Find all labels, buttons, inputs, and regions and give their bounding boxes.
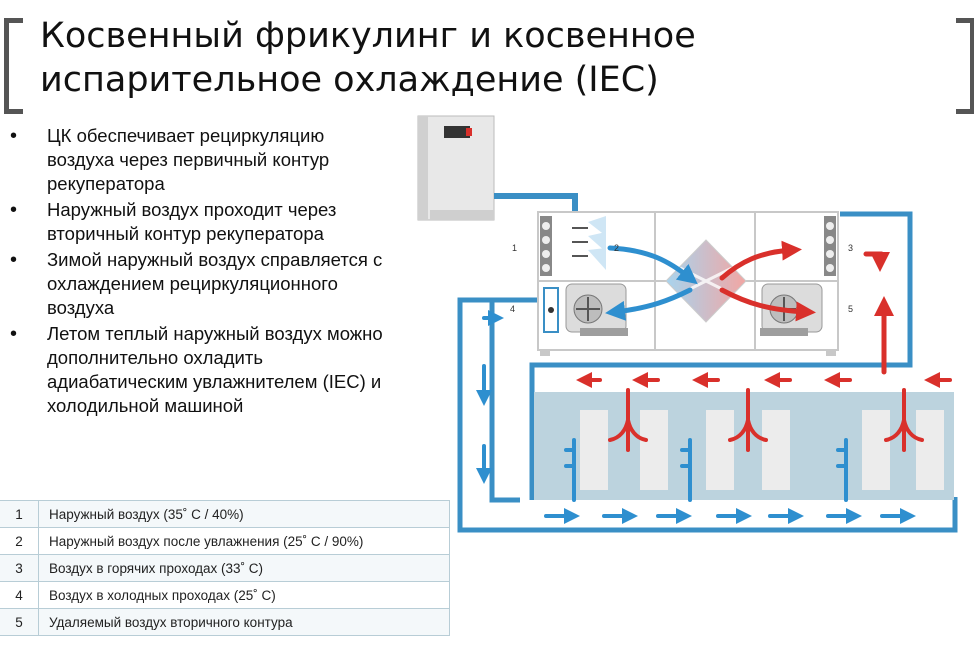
label-5: 5 <box>848 304 853 314</box>
airflow-arrows <box>605 240 816 322</box>
data-hall <box>534 392 954 500</box>
cold-aisle-arrows <box>476 310 916 524</box>
legend-table: 1 Наружный воздух (35˚ C / 40%) 2 Наружн… <box>0 500 450 636</box>
server-rack-icon <box>580 410 608 490</box>
label-1: 1 <box>512 243 517 253</box>
title-bracket-left <box>4 18 23 114</box>
legend-num: 3 <box>0 554 39 582</box>
legend-num: 2 <box>0 527 39 555</box>
bullet-item: Зимой наружный воздух справляется с охла… <box>10 248 395 320</box>
legend-num: 5 <box>0 608 39 636</box>
label-3: 3 <box>848 243 853 253</box>
bullet-item: Наружный воздух проходит через вторичный… <box>10 198 395 246</box>
legend-text: Удаляемый воздух вторичного контура <box>38 608 450 636</box>
bullet-list: ЦК обеспечивает рециркуляцию воздуха чер… <box>10 124 395 420</box>
legend-text: Воздух в горячих проходах (33˚ C) <box>38 554 450 582</box>
hot-aisle-arrows <box>576 372 952 452</box>
label-4: 4 <box>510 304 515 314</box>
legend-text: Воздух в холодных проходах (25˚ C) <box>38 581 450 609</box>
humidifier-nozzles <box>572 216 606 270</box>
server-rack-icon <box>862 410 890 490</box>
legend-text: Наружный воздух (35˚ C / 40%) <box>38 500 450 528</box>
title-bracket-right <box>956 18 974 114</box>
filter-icon <box>540 216 836 333</box>
server-rack-icon <box>916 410 944 490</box>
hot-air-path <box>863 251 894 375</box>
page-title: Косвенный фрикулинг и косвенное испарите… <box>40 16 696 100</box>
table-row: 3 Воздух в горячих проходах (33˚ C) <box>0 554 450 582</box>
bullet-item: Летом теплый наружный воздух можно допол… <box>10 322 395 418</box>
controller-cabinet-icon <box>417 115 495 221</box>
legend-num: 1 <box>0 500 39 528</box>
return-duct <box>457 211 958 533</box>
legend-num: 4 <box>0 581 39 609</box>
label-2: 2 <box>614 243 619 253</box>
table-row: 1 Наружный воздух (35˚ C / 40%) <box>0 500 450 528</box>
server-rack-icon <box>640 410 668 490</box>
server-rack-icon <box>762 410 790 490</box>
table-row: 2 Наружный воздух после увлажнения (25˚ … <box>0 527 450 555</box>
bullet-item: ЦК обеспечивает рециркуляцию воздуха чер… <box>10 124 395 196</box>
legend-text: Наружный воздух после увлажнения (25˚ C … <box>38 527 450 555</box>
table-row: 4 Воздух в холодных проходах (25˚ C) <box>0 581 450 609</box>
table-row: 5 Удаляемый воздух вторичного контура <box>0 608 450 636</box>
diagram-labels: 1 2 3 4 5 <box>510 243 853 314</box>
server-rack-icon <box>706 410 734 490</box>
